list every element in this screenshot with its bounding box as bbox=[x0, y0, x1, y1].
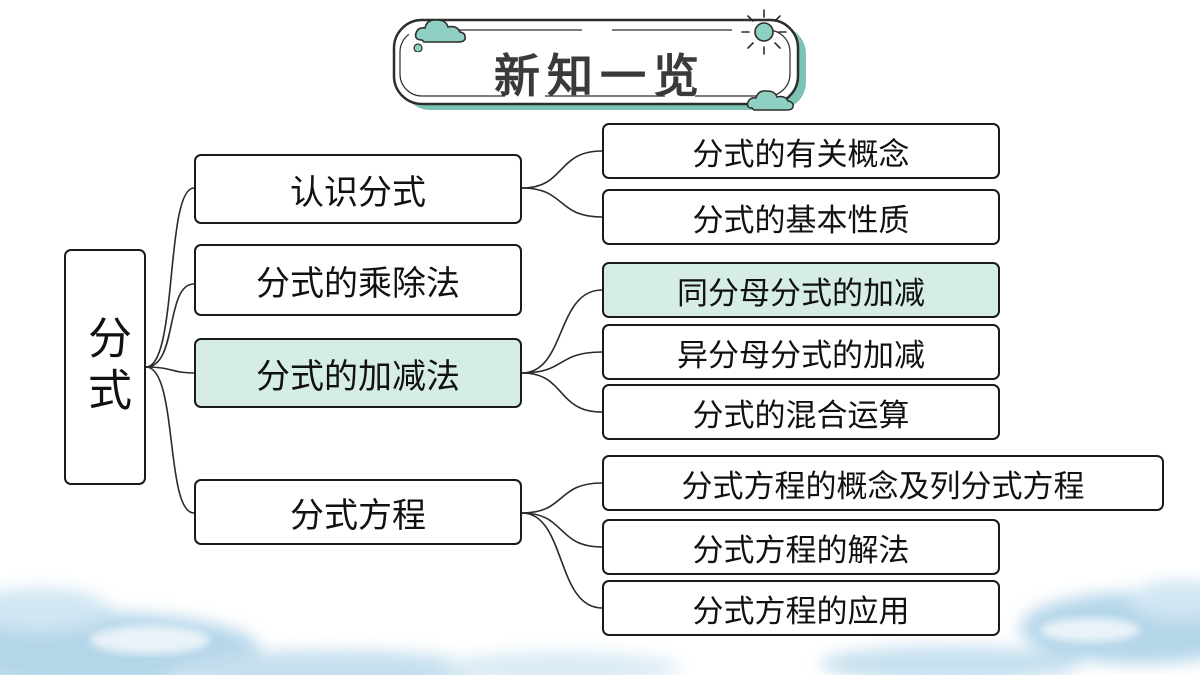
branch-node-equation: 分式方程 bbox=[194, 479, 522, 545]
leaf-node: 分式方程的概念及列分式方程 bbox=[602, 455, 1164, 511]
branch-node-recognize: 认识分式 bbox=[194, 154, 522, 224]
branch-label: 分式的乘除法 bbox=[256, 263, 460, 304]
branch-node-add-subtract: 分式的加减法 bbox=[194, 338, 522, 408]
leaf-label: 同分母分式的加减 bbox=[677, 275, 925, 312]
branch-label: 认识分式 bbox=[290, 172, 426, 213]
leaf-node: 分式的有关概念 bbox=[602, 123, 1000, 179]
branch-node-multiply-divide: 分式的乘除法 bbox=[194, 244, 522, 316]
leaf-node: 分式的混合运算 bbox=[602, 384, 1000, 440]
title-banner: 新知一览 bbox=[388, 9, 812, 116]
cloud-icon bbox=[413, 19, 466, 52]
sun-icon bbox=[741, 9, 787, 55]
leaf-label: 分式的基本性质 bbox=[692, 202, 910, 239]
root-node: 分式 bbox=[64, 249, 146, 485]
leaf-node: 同分母分式的加减 bbox=[602, 262, 1000, 318]
title-frame bbox=[392, 18, 806, 110]
leaf-label: 分式的有关概念 bbox=[692, 136, 910, 173]
cloud-icon bbox=[746, 90, 794, 111]
branch-label: 分式的加减法 bbox=[256, 356, 460, 397]
leaf-node: 分式方程的解法 bbox=[602, 519, 1000, 575]
leaf-label: 分式方程的应用 bbox=[692, 593, 910, 630]
leaf-label: 分式方程的概念及列分式方程 bbox=[681, 468, 1085, 505]
leaf-node: 分式的基本性质 bbox=[602, 189, 1000, 245]
leaf-node: 异分母分式的加减 bbox=[602, 324, 1000, 380]
leaf-label: 分式的混合运算 bbox=[692, 397, 910, 434]
leaf-label: 分式方程的解法 bbox=[692, 532, 910, 569]
leaf-node: 分式方程的应用 bbox=[602, 580, 1000, 636]
branch-label: 分式方程 bbox=[290, 495, 426, 536]
page-title: 新知一览 bbox=[494, 49, 706, 103]
root-label: 分式 bbox=[80, 315, 131, 419]
leaf-label: 异分母分式的加减 bbox=[677, 337, 925, 374]
